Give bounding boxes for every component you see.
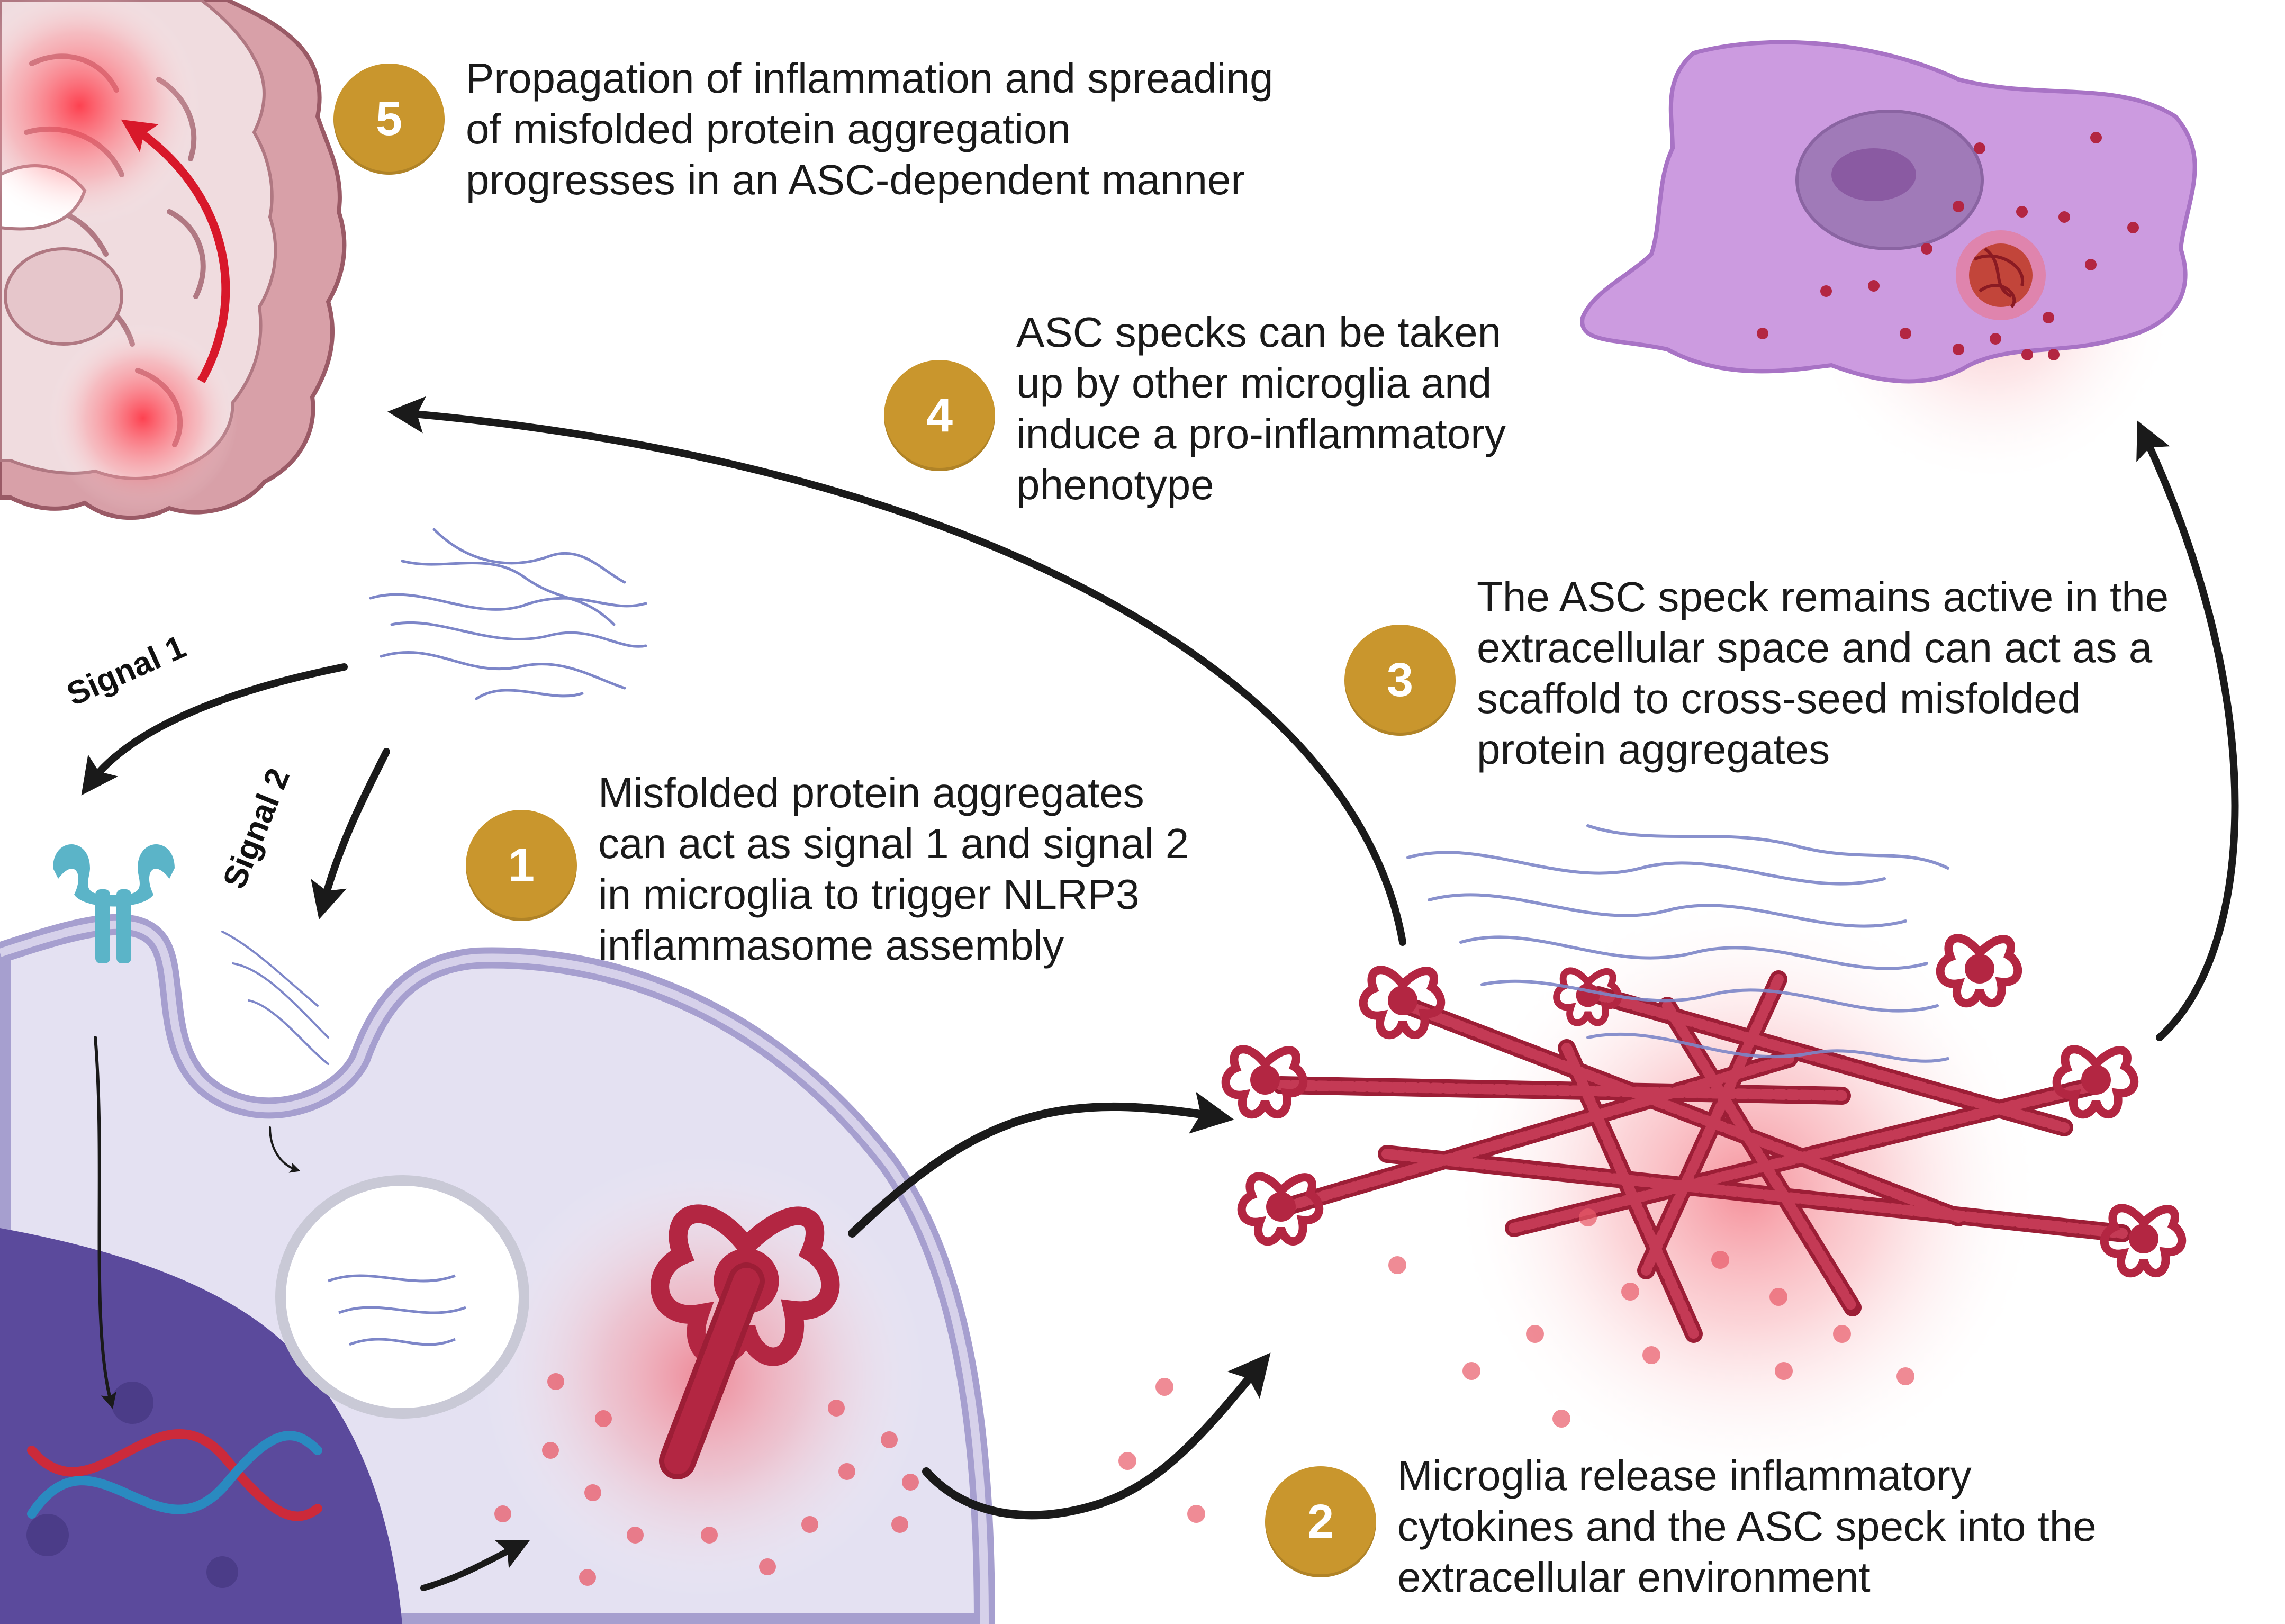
microglia-cell	[0, 844, 996, 1624]
arrow-uptake	[2136, 420, 2239, 1041]
step-4-badge: 4	[884, 360, 995, 471]
step-2-text: Microglia release inflammatory cytokines…	[1397, 1452, 2097, 1601]
arrow-signal2	[311, 748, 390, 920]
step-4: 4 ASC specks can be taken up by other mi…	[884, 307, 1625, 510]
step-3-text: The ASC speck remains active in the extr…	[1477, 573, 2169, 773]
flow-arrows	[81, 396, 2239, 1591]
misfolded-aggregate-cluster	[369, 528, 647, 700]
asc-speck-cluster	[1118, 824, 2182, 1523]
phagosome	[275, 1175, 529, 1419]
activated-microglia	[1580, 40, 2197, 487]
step-2-badge: 2	[1265, 1466, 1376, 1577]
brain-illustration	[0, 0, 347, 520]
propagation-arrow	[121, 119, 230, 383]
arrow-to-phagosome	[269, 1126, 301, 1173]
dna-helix	[27, 1429, 322, 1521]
step-5-badge: 5	[333, 64, 445, 175]
arrow-nucleus-to-inflammasome	[420, 1540, 530, 1591]
step-2: 2 Microglia release inflammatory cytokin…	[1265, 1450, 2218, 1603]
step-5: 5 Propagation of inflammation and spread…	[333, 53, 1445, 205]
arrow-speck-release	[848, 1091, 1234, 1238]
step-3: 3 The ASC speck remains active in the ex…	[1344, 572, 2244, 775]
inflamed-region-hippocampus	[48, 323, 238, 513]
step-1-text: Misfolded protein aggregates can act as …	[598, 769, 1189, 969]
arrow-receptor-to-dna	[94, 1036, 116, 1409]
step-1: 1 Misfolded protein aggregates can act a…	[466, 768, 1260, 971]
nlrp3-inflammasome	[660, 1214, 830, 1479]
step-1-badge: 1	[466, 810, 577, 921]
step-3-badge: 3	[1344, 625, 1456, 736]
receptor-tlr	[53, 844, 175, 963]
inflamed-region-cortex	[0, 0, 201, 228]
step-5-text: Propagation of inflammation and spreadin…	[466, 55, 1274, 203]
arrow-cytokine-release	[922, 1352, 1271, 1520]
asc-speck-internalized	[1956, 230, 2046, 320]
small-aggregate	[221, 931, 329, 1065]
arrow-propagation	[387, 396, 1406, 946]
arrow-signal1	[81, 663, 348, 796]
step-4-text: ASC specks can be taken up by other micr…	[1016, 309, 1506, 508]
